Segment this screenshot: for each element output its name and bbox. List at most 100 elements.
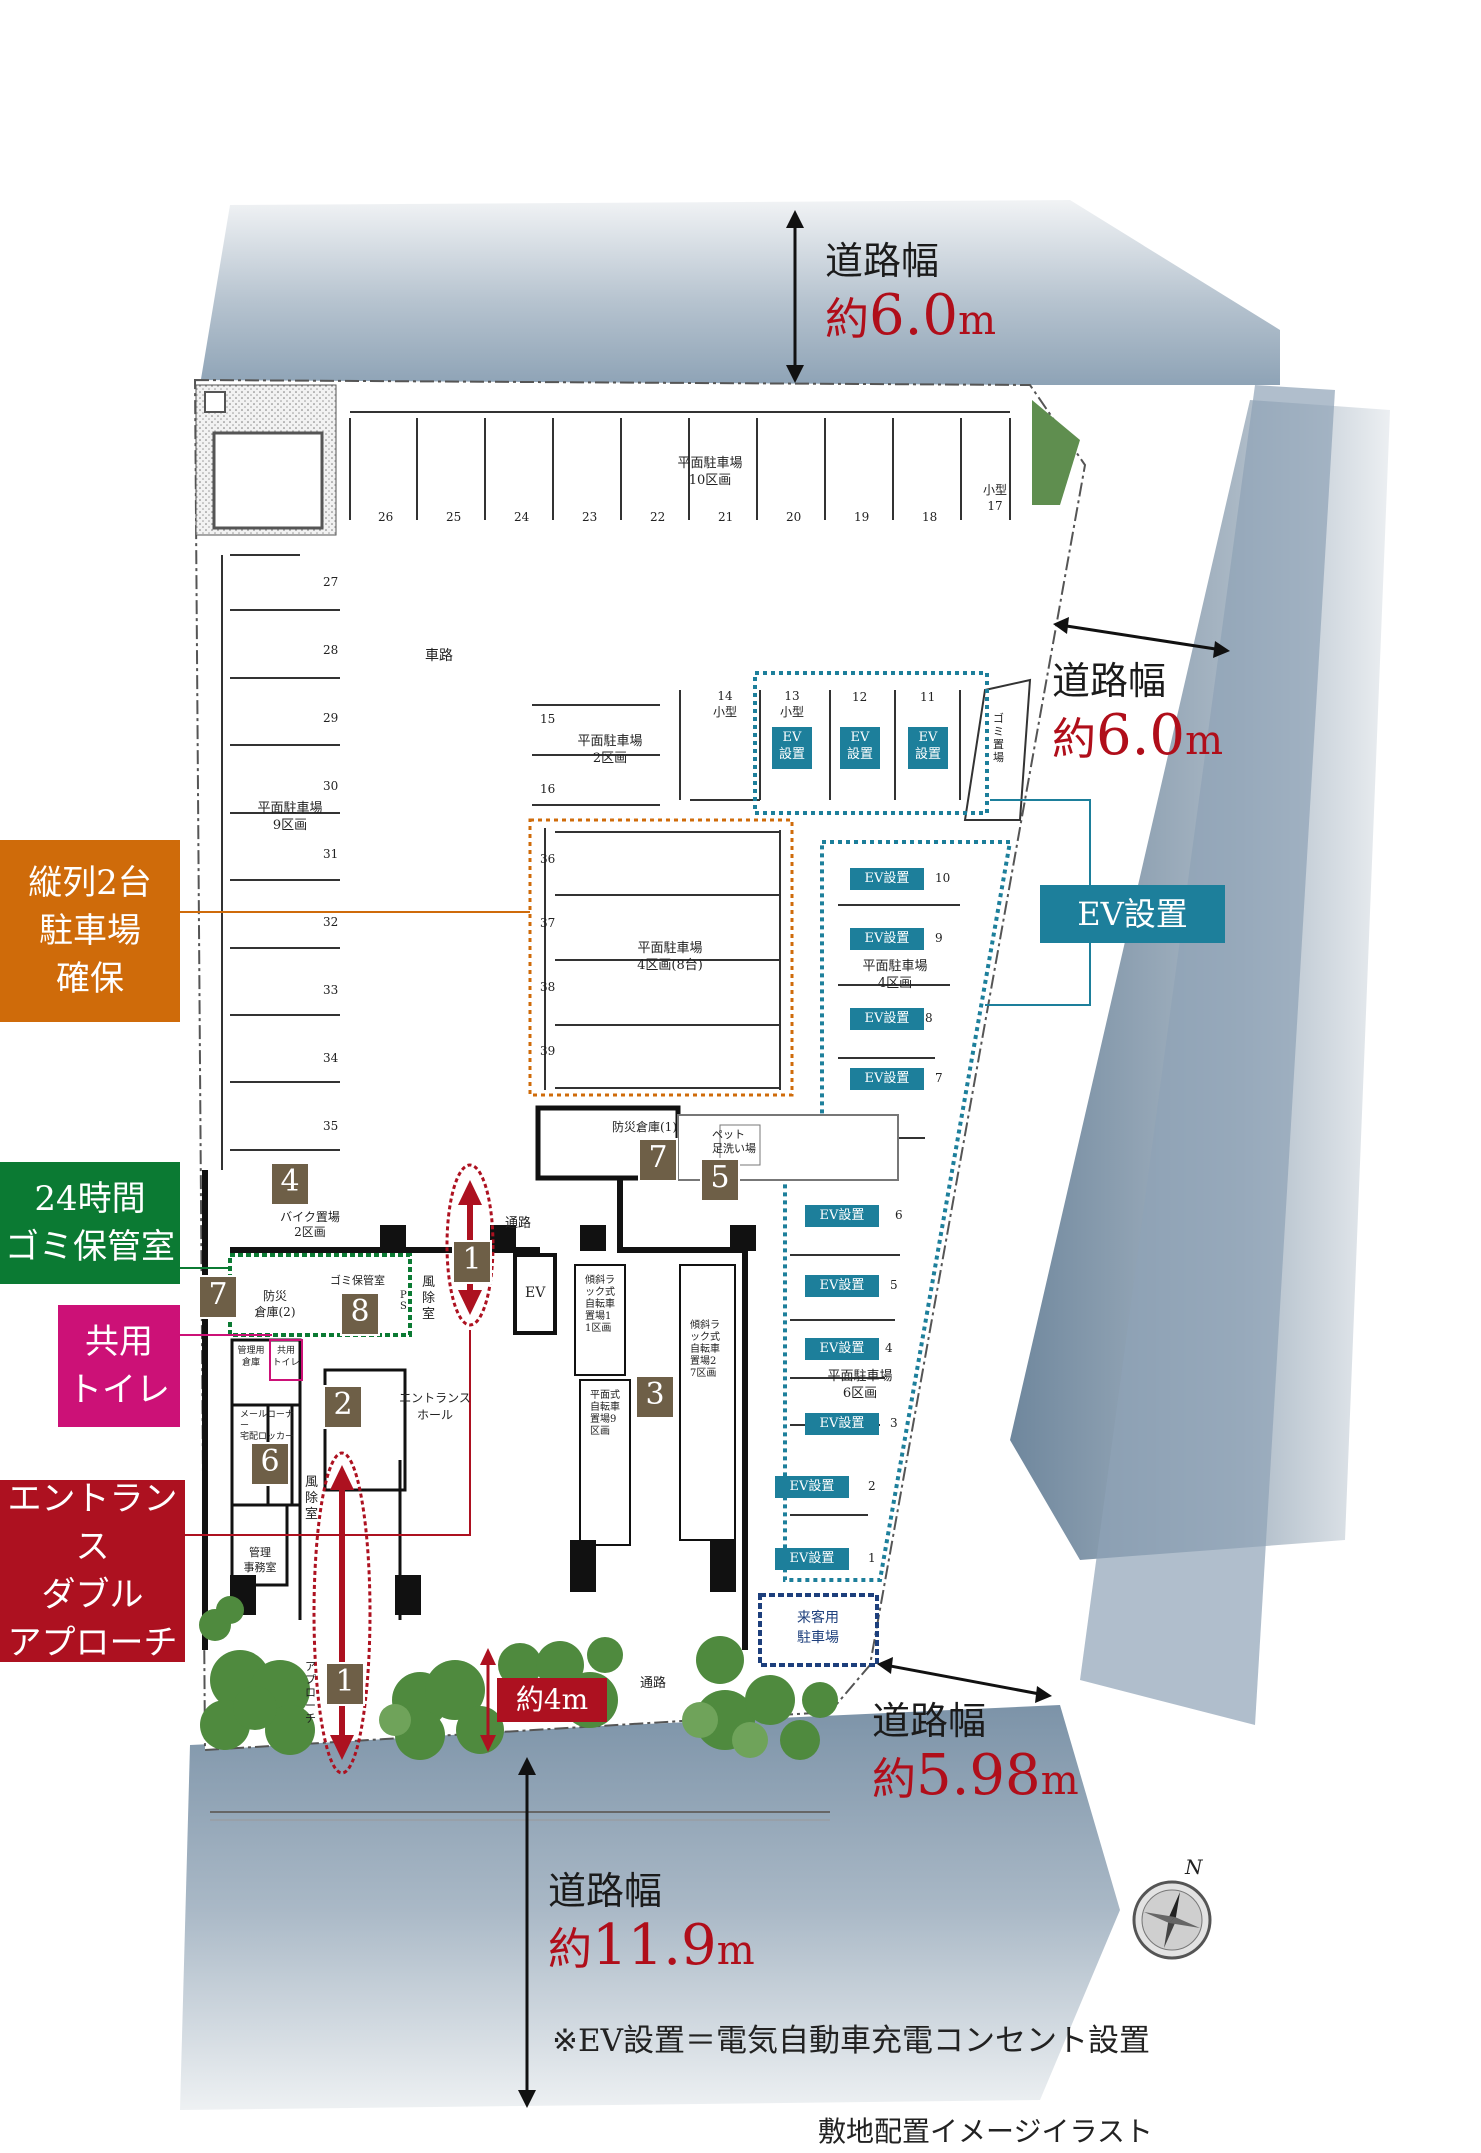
callout-shared-toilet: 共用 トイレ <box>58 1305 180 1427</box>
parking-number: 38 <box>540 980 556 994</box>
small-13-label: 13 小型 <box>779 689 804 719</box>
badge-5: 5 <box>700 1158 740 1202</box>
bike-label: バイク置場 2区画 <box>280 1210 340 1239</box>
parking-east-label: 平面駐車場 4区画 <box>862 959 928 991</box>
pet-wash-label: ペット 足洗い場 <box>712 1128 756 1155</box>
badge-4: 4 <box>270 1162 310 1206</box>
ev-charger-badge: EV設置 <box>805 1338 879 1360</box>
num-11: 11 <box>920 690 936 704</box>
parking-number: 28 <box>323 643 339 657</box>
parking-number: 29 <box>323 711 339 725</box>
ev-charger-badge: EV設置 <box>805 1275 879 1297</box>
compass-icon <box>1132 1880 1212 1960</box>
mgmt-storage-label: 管理用 倉庫 <box>237 1346 265 1368</box>
parking-number: 31 <box>323 847 339 861</box>
parking-number: 22 <box>650 510 666 524</box>
ev-footnote: ※EV設置＝電気自動車充電コンセント設置 <box>552 2023 1150 2059</box>
callout-garbage-24h: 24時間 ゴミ保管室 <box>0 1162 180 1284</box>
small-14-label: 14 小型 <box>712 689 737 719</box>
bicycle-rack-label: 傾斜ラック式 自転車置場11区画 <box>585 1275 615 1334</box>
parking-number: 3 <box>890 1416 898 1430</box>
ev-charger-badge: EV設置 <box>775 1548 849 1570</box>
guest-parking-label: 来客用 駐車場 <box>797 1610 839 1646</box>
parking-number: 36 <box>540 852 556 866</box>
compass-label: N <box>1185 1855 1203 1879</box>
parking-number: 26 <box>378 510 394 524</box>
ev-charger-badge: EV設置 <box>850 1008 924 1030</box>
badge-7-north: 7 <box>638 1138 678 1182</box>
badge-8: 8 <box>340 1292 380 1336</box>
shared-toilet-label: 共用 トイレ <box>272 1346 300 1368</box>
garbage-room-label: ゴミ保管室 <box>330 1274 385 1287</box>
parking-north-label: 平面駐車場 10区画 <box>677 456 743 488</box>
parking-number: 35 <box>323 1119 339 1133</box>
badge-3: 3 <box>635 1375 675 1419</box>
road-width-east: 道路幅 約6.0m <box>1052 659 1223 768</box>
entrance-hall-label: エントランス ホール <box>399 1391 471 1422</box>
passage-south-label: 通路 <box>640 1676 667 1691</box>
num-16: 16 <box>540 782 556 796</box>
ev-charger-badge: EV設置 <box>850 928 924 950</box>
approach-label: アプローチ <box>305 1660 316 1725</box>
parking-number: 2 <box>868 1479 876 1493</box>
badge-1-outer: 1 <box>325 1662 365 1706</box>
badge-6: 6 <box>250 1442 290 1486</box>
mgmt-office-label: 管理 事務室 <box>243 1546 277 1574</box>
bicycle-flat-label: 平面式 自転車置場9区画 <box>590 1390 620 1437</box>
parking-number: 37 <box>540 916 556 930</box>
parking-west-label: 平面駐車場 9区画 <box>257 801 323 833</box>
road-north <box>200 200 1280 385</box>
parking-number: 5 <box>890 1278 898 1292</box>
road-south <box>180 1705 1120 2110</box>
approach-width-label: 約4m <box>497 1678 607 1722</box>
road-width-south: 道路幅 約11.9m <box>548 1869 755 1978</box>
small-17-label: 小型 17 <box>982 483 1007 513</box>
ps-label: PS <box>400 1290 407 1312</box>
parking-number: 39 <box>540 1044 556 1058</box>
parking-number: 7 <box>935 1071 943 1085</box>
badge-7-west: 7 <box>198 1275 238 1319</box>
parking-se-label: 平面駐車場 6区画 <box>827 1369 893 1401</box>
parking-number: 25 <box>446 510 462 524</box>
badge-1-inner: 1 <box>452 1240 492 1284</box>
callout-tandem-parking: 縦列2台 駐車場 確保 <box>0 840 180 1022</box>
image-caption: 敷地配置イメージイラスト <box>818 2115 1153 2148</box>
num-15: 15 <box>540 712 556 726</box>
parking-4-label: 平面駐車場 4区画(8台) <box>637 941 703 973</box>
parking-number: 6 <box>895 1208 903 1222</box>
parking-number: 18 <box>922 510 938 524</box>
ev-charger-badge: EV設置 <box>805 1413 879 1435</box>
parking-number: 21 <box>718 510 734 524</box>
passage-label: 通路 <box>505 1216 532 1231</box>
windbreak-label-2: 風除室 <box>305 1475 319 1522</box>
callout-ev: EV設置 <box>1040 885 1225 943</box>
parking-number: 1 <box>868 1551 876 1565</box>
road-label: 車路 <box>425 648 453 664</box>
road-width-north: 道路幅 約6.0m <box>825 239 996 348</box>
windbreak-label-1: 風除室 <box>422 1275 436 1322</box>
badge-2: 2 <box>323 1385 363 1429</box>
ev-top-2: EV 設置 <box>840 727 880 769</box>
road-width-southeast: 道路幅 約5.98m <box>872 1699 1079 1808</box>
parking-number: 10 <box>935 871 951 885</box>
disaster-2-label: 防災 倉庫(2) <box>254 1289 296 1319</box>
parking-2-label: 平面駐車場 2区画 <box>577 734 643 766</box>
parking-number: 8 <box>925 1011 933 1025</box>
num-12: 12 <box>852 690 868 704</box>
delivery-label: メールコーナー 宅配ロッカー <box>240 1410 295 1442</box>
parking-number: 32 <box>323 915 339 929</box>
ev-top-3: EV 設置 <box>908 727 948 769</box>
ev-charger-badge: EV設置 <box>775 1476 849 1498</box>
elevator-label: EV <box>525 1285 546 1301</box>
ev-charger-badge: EV設置 <box>805 1205 879 1227</box>
garbage-place-label: ゴミ置場 <box>993 712 1004 764</box>
parking-number: 33 <box>323 983 339 997</box>
parking-number: 20 <box>786 510 802 524</box>
ev-charger-badge: EV設置 <box>850 1068 924 1090</box>
ev-top-1: EV 設置 <box>772 727 812 769</box>
parking-number: 34 <box>323 1051 339 1065</box>
parking-number: 23 <box>582 510 598 524</box>
